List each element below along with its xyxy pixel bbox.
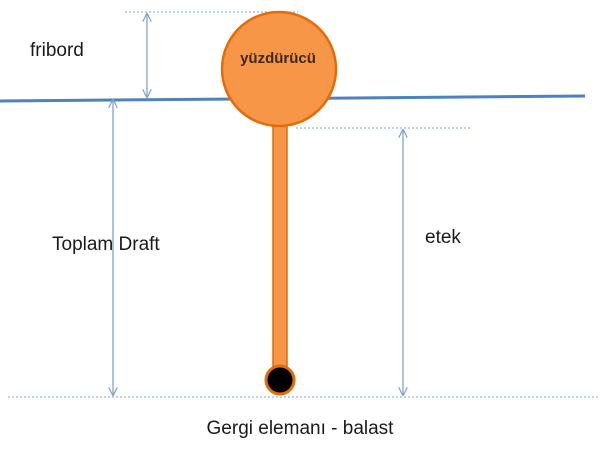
freeboard-label: fribord [30,40,84,61]
tether-pole [272,125,288,379]
ballast-caption: Gergi elemanı - balast [206,418,394,439]
float-label: yüzdürücü [240,50,316,67]
float-buoy [220,10,338,128]
total-draft-label: Toplam Draft [52,234,160,255]
ballast-weight [264,364,296,396]
skirt-label: etek [425,227,461,248]
